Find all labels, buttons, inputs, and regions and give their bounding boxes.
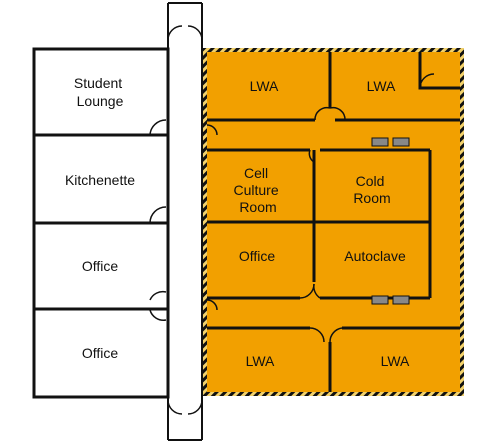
label-student-lounge: Student Lounge: [74, 75, 126, 109]
corridor-door-top-b[interactable]: [187, 25, 203, 41]
label-cell-culture: Cell Culture Room: [233, 165, 282, 215]
office-door-2[interactable]: [149, 309, 167, 321]
lab-entry-door-top[interactable]: [206, 124, 218, 136]
label-lwa-bottom-left: LWA: [246, 353, 275, 369]
label-lwa-bottom-right: LWA: [381, 353, 410, 369]
lwa-bottom-door-b[interactable]: [329, 327, 343, 343]
autoclave-door[interactable]: [313, 283, 321, 299]
lwa-top-door-b[interactable]: [329, 106, 346, 121]
label-lwa-top-right: LWA: [367, 78, 396, 94]
lab-walls: [207, 52, 460, 392]
room-labels: Student Lounge Kitchenette Office Office…: [65, 75, 410, 369]
corridor: [167, 2, 203, 441]
lab-entry-door-bottom[interactable]: [206, 299, 218, 311]
corridor-door-top[interactable]: [167, 25, 183, 41]
corridor-door-bottom[interactable]: [167, 399, 183, 415]
lwa-top-door-a[interactable]: [314, 106, 331, 121]
label-office-left-2: Office: [82, 345, 119, 361]
cell-culture-door[interactable]: [308, 149, 315, 163]
equipment-unit: [392, 137, 410, 147]
closet-door[interactable]: [419, 73, 435, 89]
label-office-lab: Office: [239, 248, 276, 264]
student-lounge-room: [32, 47, 170, 137]
label-lwa-top-left: LWA: [250, 78, 279, 94]
kitchenette-door[interactable]: [149, 206, 167, 224]
equipment: [371, 137, 410, 305]
equipment-unit: [371, 137, 389, 147]
lwa-bottom-door-a[interactable]: [309, 327, 325, 343]
office-door-1[interactable]: [149, 290, 167, 301]
label-office-left-1: Office: [82, 258, 119, 274]
corridor-door-bottom-b[interactable]: [187, 399, 203, 415]
equipment-unit: [392, 295, 410, 305]
equipment-unit: [371, 295, 389, 305]
label-cold-room: Cold Room: [353, 173, 390, 206]
label-autoclave: Autoclave: [344, 248, 406, 264]
lounge-door[interactable]: [149, 119, 167, 136]
doors: [149, 25, 435, 415]
label-kitchenette: Kitchenette: [65, 172, 135, 188]
